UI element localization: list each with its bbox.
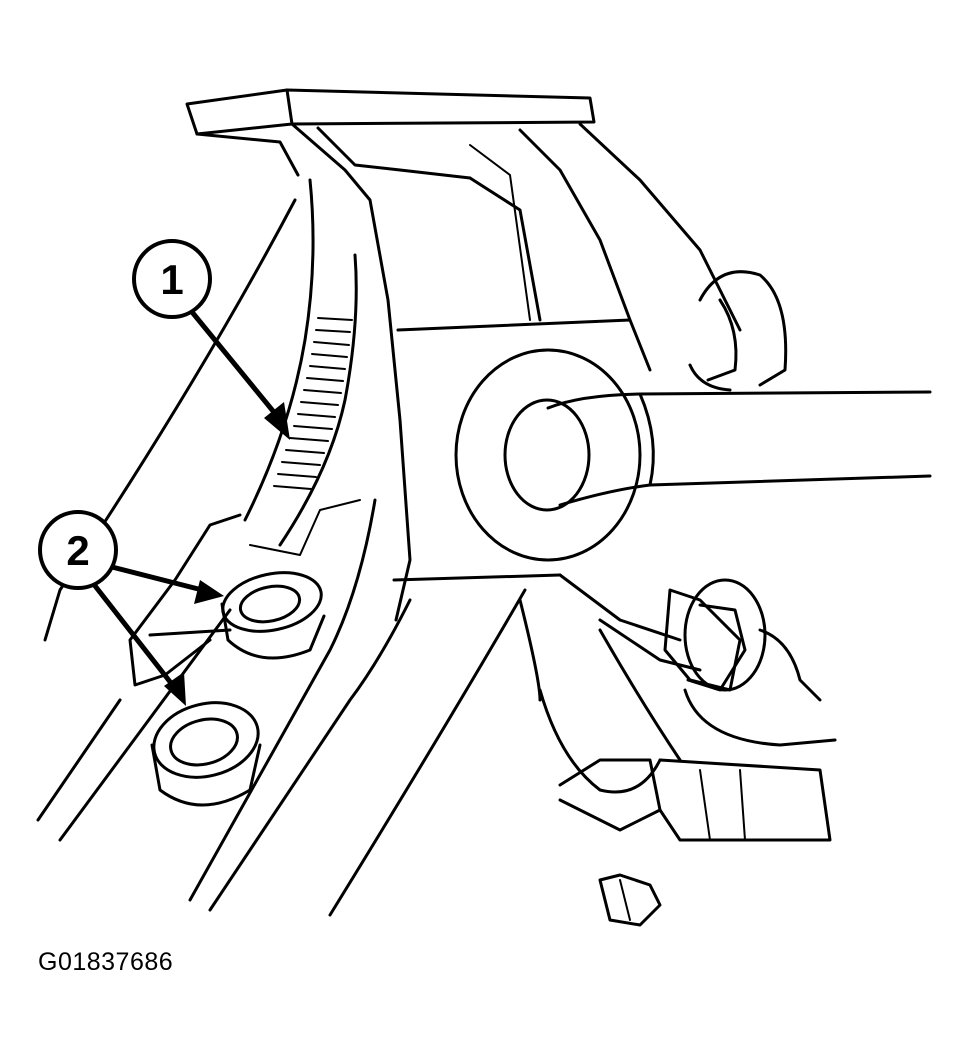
callout-2: 2 (38, 510, 224, 706)
callout-2-label: 2 (66, 527, 89, 574)
plug-lower (150, 701, 262, 807)
callout-1: 1 (132, 239, 290, 440)
figure-id: G01837686 (38, 948, 174, 976)
upper-hook (688, 270, 788, 392)
ribbed-hose (243, 178, 358, 547)
sway-bar (454, 348, 932, 562)
end-link (518, 573, 837, 927)
callout-1-label: 1 (160, 256, 183, 303)
mounting-bracket (185, 88, 742, 622)
plug-upper (220, 571, 326, 660)
